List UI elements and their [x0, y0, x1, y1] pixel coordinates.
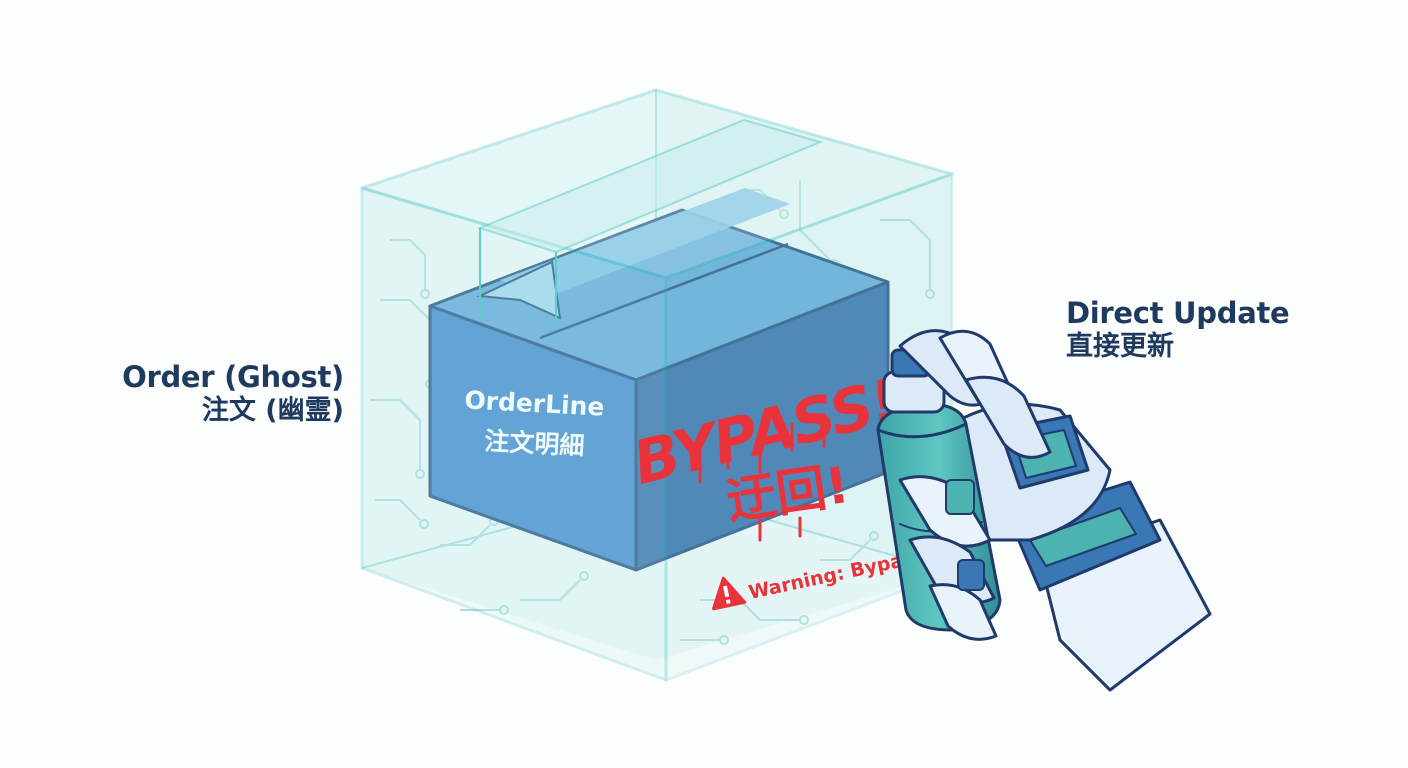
order-ghost-label: Order (Ghost) 注文 (幽霊) [104, 360, 344, 427]
order-label-en: Order (Ghost) [104, 360, 344, 395]
direct-update-label: Direct Update 直接更新 [1066, 296, 1326, 363]
direct-update-label-ja: 直接更新 [1066, 331, 1326, 363]
order-label-ja: 注文 (幽霊) [104, 395, 344, 427]
direct-update-label-en: Direct Update [1066, 296, 1326, 331]
robot-hand-icon [878, 331, 1210, 690]
